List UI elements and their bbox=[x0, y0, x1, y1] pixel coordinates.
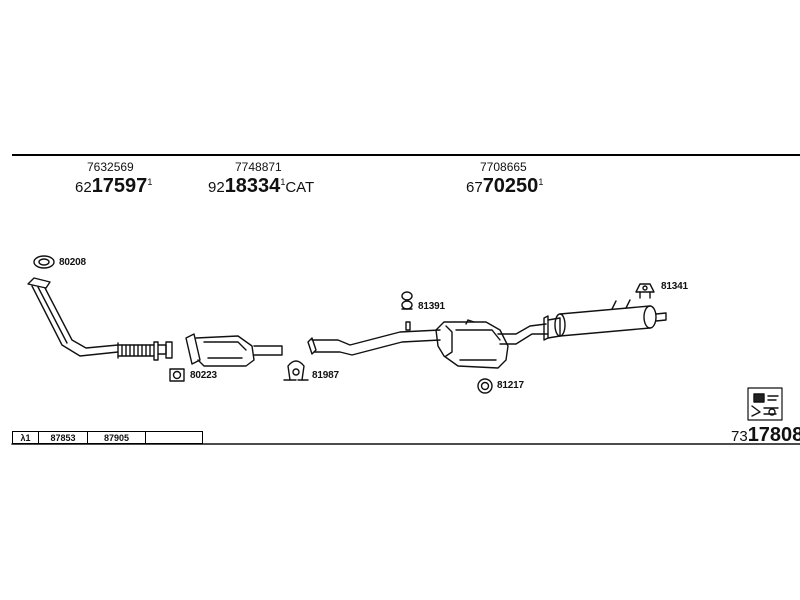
assembly-prefix-2: 92 bbox=[208, 179, 225, 196]
catalog-logo-icon bbox=[747, 387, 783, 421]
assembly-part-1: 62175971 bbox=[75, 175, 152, 198]
rear-muffler-part bbox=[543, 299, 667, 341]
assembly-prefix-3: 67 bbox=[466, 179, 483, 196]
assembly-part-2: 92183341CAT bbox=[208, 175, 314, 198]
assembly-number-2: 18334 bbox=[224, 175, 281, 197]
center-muffler-part bbox=[435, 319, 549, 369]
label-80208: 80208 bbox=[59, 257, 86, 268]
assembly-sup-2: 1 bbox=[280, 177, 286, 187]
sheet-number: 7317808 bbox=[731, 424, 800, 447]
gasket-part bbox=[33, 255, 55, 269]
sheet-prefix: 73 bbox=[731, 428, 748, 445]
assembly-part-3: 67702501 bbox=[466, 175, 543, 198]
label-81987: 81987 bbox=[312, 370, 339, 381]
assembly-sup-1: 1 bbox=[147, 177, 153, 187]
top-rule bbox=[12, 154, 800, 156]
hanger-part-81391 bbox=[401, 291, 413, 331]
assembly-number-1: 17597 bbox=[91, 175, 148, 197]
label-80223: 80223 bbox=[190, 370, 217, 381]
footer-code-cell-2: 87905 bbox=[87, 431, 146, 444]
assembly-suffix-2: CAT bbox=[285, 179, 315, 196]
assembly-prefix-1: 62 bbox=[75, 179, 92, 196]
label-81391: 81391 bbox=[418, 301, 445, 312]
intermediate-pipe-part bbox=[307, 329, 441, 356]
assembly-ref-1: 7632569 bbox=[87, 160, 134, 174]
clamp-part-80223 bbox=[169, 368, 185, 382]
footer-empty-cell bbox=[145, 431, 203, 444]
front-pipe-part bbox=[27, 277, 173, 361]
sheet-number-main: 17808 bbox=[747, 424, 800, 446]
footer-lambda-cell: λ1 bbox=[12, 431, 39, 444]
label-81341: 81341 bbox=[661, 281, 688, 292]
assembly-sup-3: 1 bbox=[538, 177, 544, 187]
assembly-ref-2: 7748871 bbox=[235, 160, 282, 174]
assembly-ref-3: 7708665 bbox=[480, 160, 527, 174]
catalytic-converter-part bbox=[185, 333, 283, 367]
clamp-part-81987 bbox=[283, 360, 309, 381]
footer-code-cell-1: 87853 bbox=[38, 431, 88, 444]
hanger-part-81341 bbox=[635, 283, 655, 299]
assembly-number-3: 70250 bbox=[482, 175, 539, 197]
ring-part-81217 bbox=[477, 378, 493, 394]
label-81217: 81217 bbox=[497, 380, 524, 391]
